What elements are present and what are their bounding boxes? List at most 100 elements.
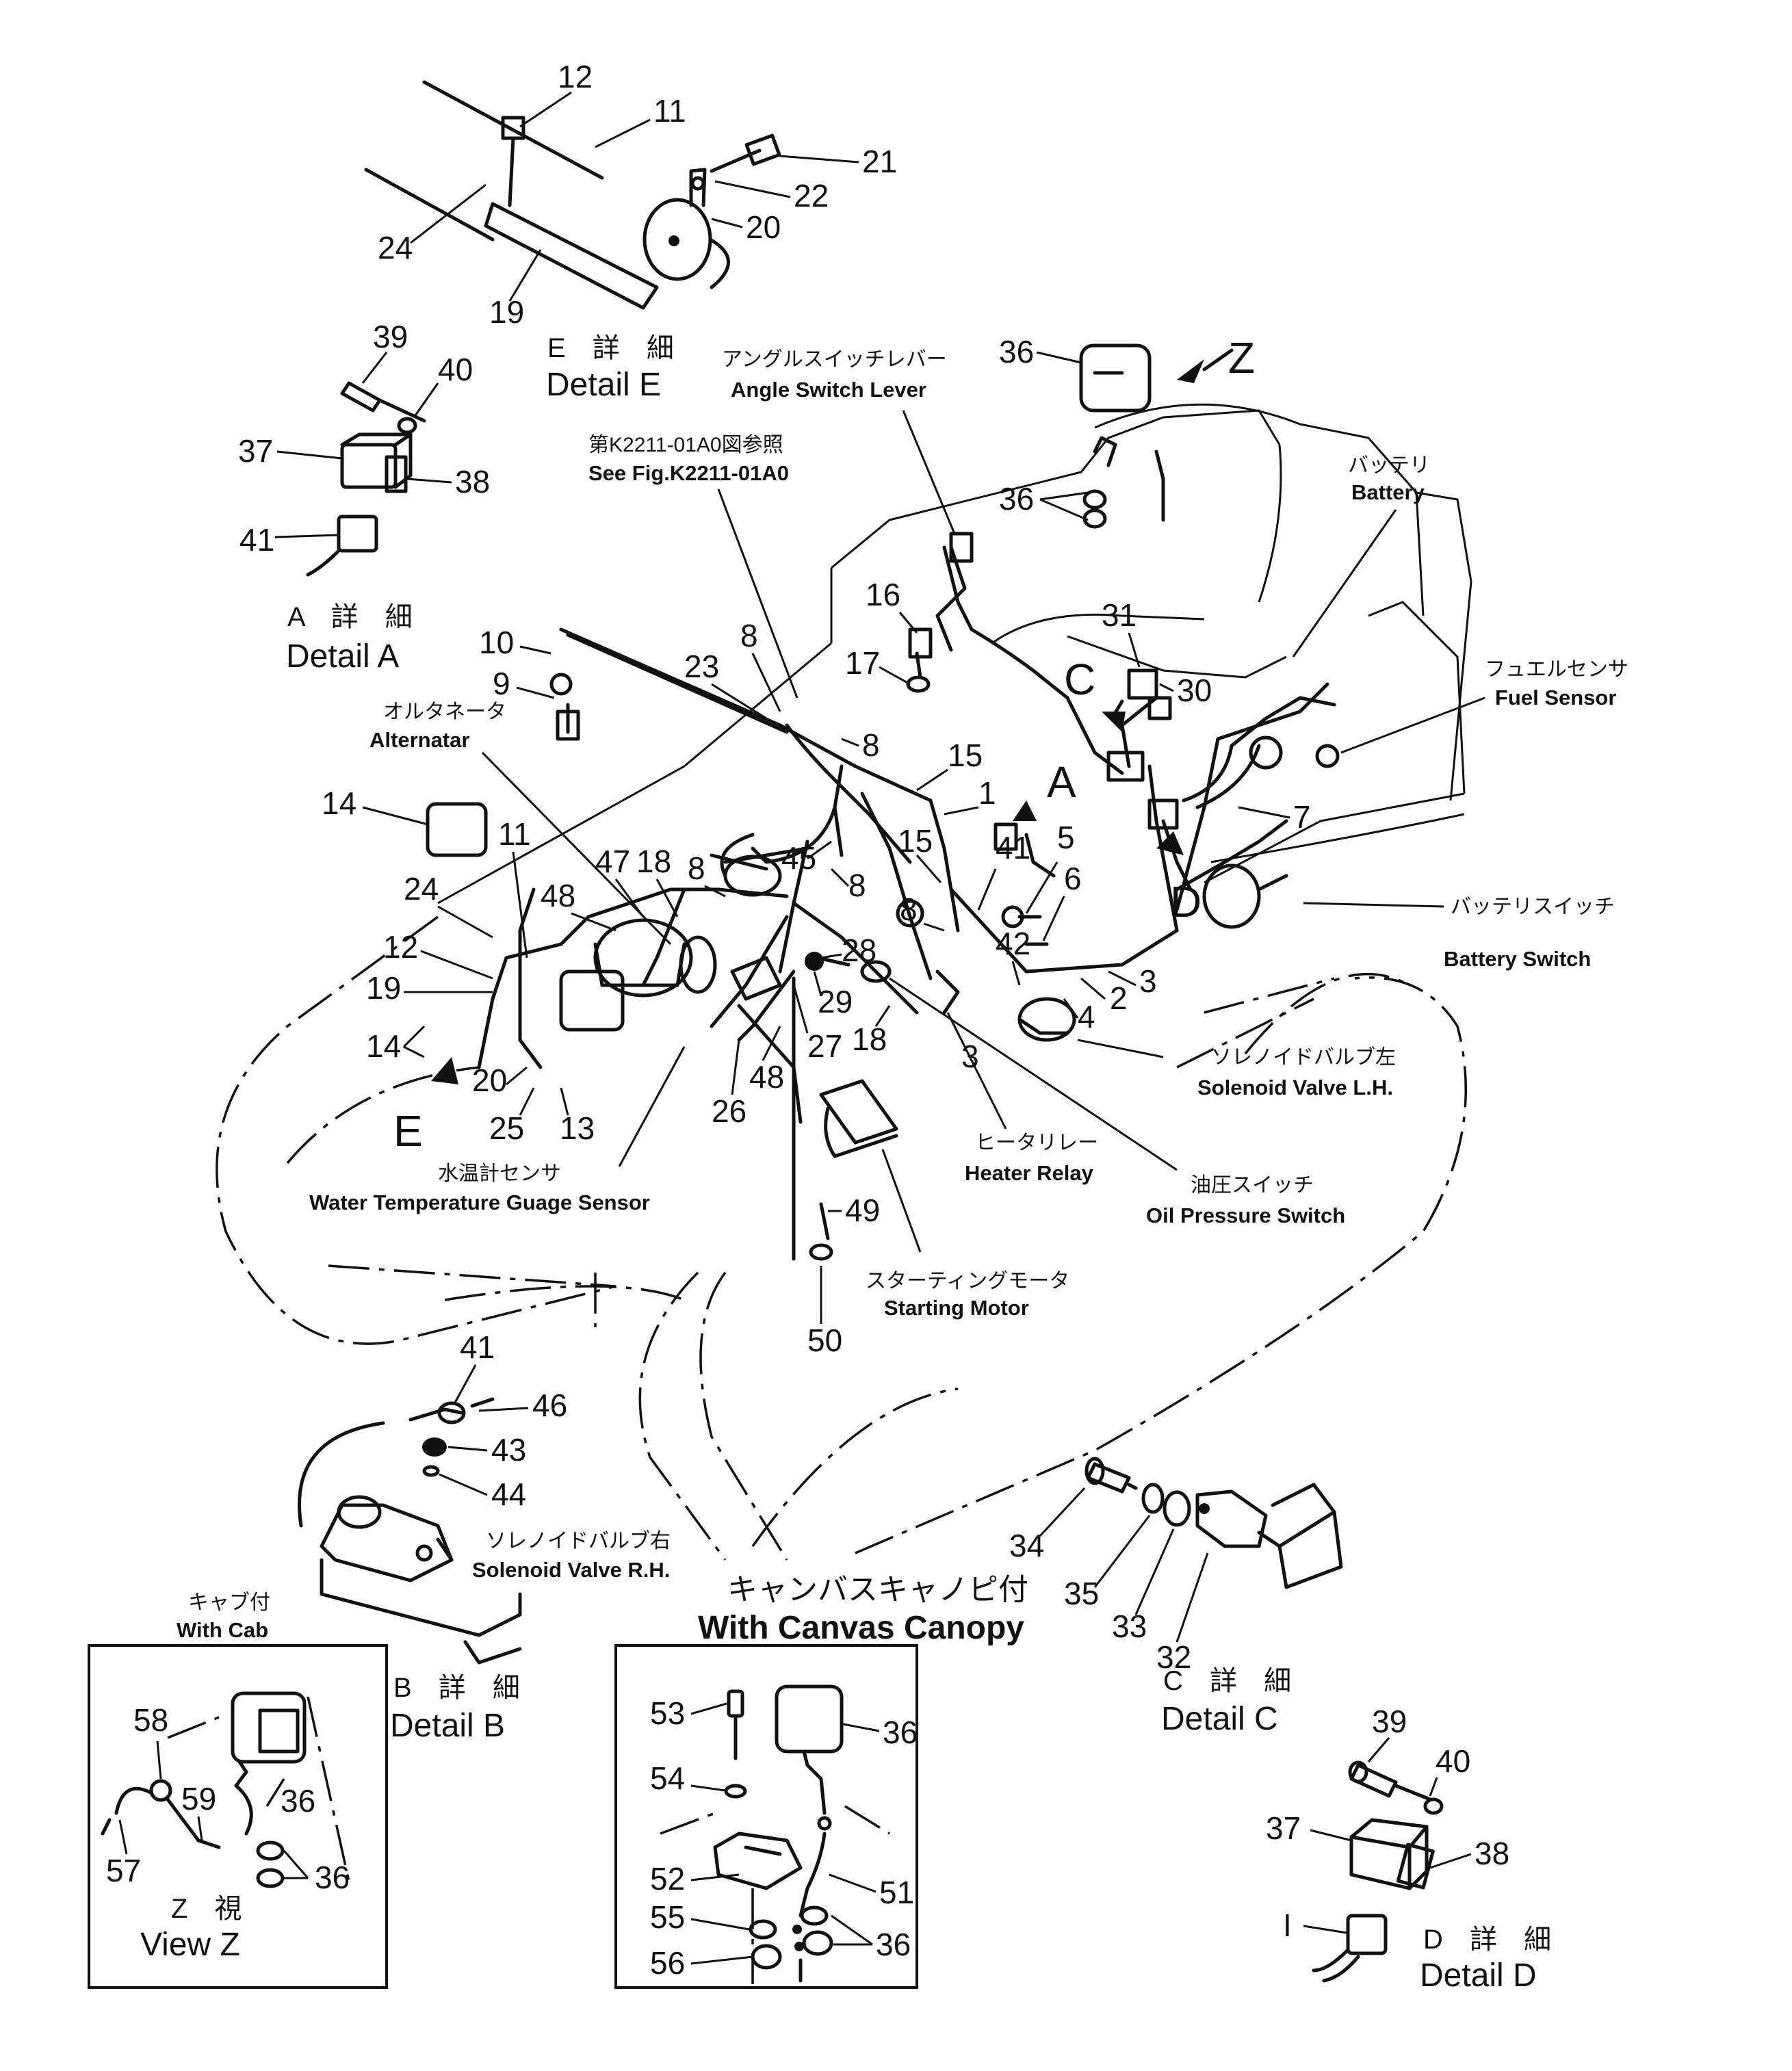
- callout-I-d: I: [1283, 1907, 1292, 1943]
- canvas-canopy-label: With Canvas Canopy: [698, 1610, 1024, 1646]
- detail-d-title: Detail D: [1420, 1957, 1537, 1994]
- detail-a-callouts: 39 40 37 38 41: [238, 319, 490, 558]
- callout-37-d: 37: [1266, 1810, 1301, 1846]
- detail-a-title-jp: A 詳 細: [287, 602, 422, 632]
- view-z-callouts: 58 36 59 57 36: [106, 1702, 350, 1895]
- callout-22: 22: [794, 178, 829, 213]
- water-temp-label: Water Temperature Guage Sensor: [309, 1190, 650, 1214]
- view-letter-d: D: [1170, 877, 1202, 926]
- view-letter-e: E: [393, 1106, 423, 1156]
- view-z-box: [88, 1644, 388, 1989]
- with-cab-label-jp: キャブ付: [188, 1591, 270, 1614]
- heater-relay-label: Heater Relay: [965, 1161, 1094, 1185]
- relay-d: [1147, 798, 1179, 830]
- callout-27: 27: [807, 1028, 842, 1064]
- callout-23: 23: [684, 649, 719, 684]
- callout-36-z-lamp: 36: [281, 1783, 315, 1819]
- callout-34: 34: [1009, 1528, 1044, 1563]
- callout-41-b: 41: [460, 1329, 495, 1365]
- callout-54: 54: [650, 1760, 685, 1796]
- view-z-drawing: [101, 1691, 350, 1888]
- callout-17: 17: [845, 645, 880, 681]
- callout-50: 50: [807, 1323, 842, 1358]
- battery-label: Battery: [1351, 480, 1425, 504]
- callout-57: 57: [106, 1853, 141, 1888]
- callout-45: 45: [781, 840, 816, 876]
- callout-24: 24: [378, 230, 413, 265]
- callout-9: 9: [493, 666, 510, 701]
- alternator-label: Alternatar: [369, 728, 469, 752]
- vehicle-body-outline: [437, 403, 1472, 904]
- callout-36-canvas-lamp: 36: [883, 1715, 918, 1750]
- callout-8-d: 8: [688, 850, 705, 886]
- callout-36-canvas-washer: 36: [876, 1927, 911, 1962]
- callout-36-lamp: 36: [999, 334, 1034, 369]
- callout-8-b: 8: [862, 727, 880, 763]
- detail-b-title-jp: B 詳 細: [393, 1673, 530, 1703]
- callout-2: 2: [1110, 980, 1128, 1016]
- main-components: [426, 343, 1340, 1261]
- view-z-title: View Z: [140, 1927, 240, 1963]
- callout-18-b: 18: [852, 1021, 887, 1057]
- view-arrows: [431, 348, 1234, 1084]
- detail-a-drawing: [306, 381, 426, 577]
- callout-43: 43: [491, 1432, 526, 1468]
- callout-14-b: 14: [366, 1028, 401, 1064]
- work-lamp-front: [559, 969, 625, 1032]
- canvas-canopy-label-jp: キャンバスキャノピ付: [727, 1573, 1028, 1606]
- detail-c-drawing: [1085, 1457, 1343, 1589]
- solenoid-lh-label: Solenoid Valve L.H.: [1197, 1076, 1393, 1099]
- detail-d-drawing: [1312, 1760, 1444, 1983]
- oil-pressure-switch-body: [860, 960, 892, 983]
- oil-pressure-label-jp: 油圧スイッチ: [1191, 1174, 1314, 1197]
- detail-b-title: Detail B: [390, 1708, 505, 1744]
- callout-19: 19: [489, 294, 524, 330]
- oil-pressure-label: Oil Pressure Switch: [1146, 1203, 1345, 1227]
- battery-switch-label: Battery Switch: [1444, 947, 1591, 971]
- solenoid-rh-label: Solenoid Valve R.H.: [472, 1558, 670, 1582]
- callout-15-b: 15: [898, 823, 933, 859]
- callout-20-main: 20: [472, 1063, 507, 1098]
- callout-12-main: 12: [383, 929, 418, 965]
- fuel-sensor-label: Fuel Sensor: [1495, 686, 1616, 709]
- callout-24-main: 24: [404, 871, 439, 907]
- view-z-title-jp: Z 視: [171, 1894, 252, 1924]
- callout-42: 42: [996, 926, 1030, 961]
- detail-d-callouts: 39 40 37 38 I: [1266, 1704, 1509, 1943]
- callout-35: 35: [1064, 1576, 1099, 1611]
- callout-3-a: 3: [1139, 963, 1157, 999]
- detail-c-title: Detail C: [1161, 1701, 1278, 1737]
- callout-44: 44: [491, 1476, 526, 1512]
- callout-33: 33: [1112, 1608, 1147, 1644]
- callout-26: 26: [712, 1093, 746, 1129]
- alternator-label-jp: オルタネータ: [383, 701, 506, 723]
- detail-b-callouts: 41 46 43 44: [439, 1329, 567, 1512]
- callout-7: 7: [1293, 799, 1311, 835]
- detail-e-drawing: [364, 80, 781, 310]
- part-31: [1127, 668, 1158, 700]
- callout-11: 11: [653, 93, 686, 129]
- callout-59: 59: [181, 1781, 216, 1816]
- callout-8-c: 8: [848, 868, 866, 903]
- angle-switch-label: Angle Switch Lever: [731, 378, 926, 402]
- callout-12: 12: [558, 59, 593, 94]
- fuel-sensor-connector: [1249, 735, 1283, 770]
- battery-switch-label-jp: バッテリスイッチ: [1451, 896, 1615, 918]
- callout-48-a: 48: [541, 878, 575, 913]
- alternator-body: [593, 918, 693, 998]
- detail-b-drawing: [298, 1397, 522, 1665]
- detail-e-title-jp: E 詳 細: [547, 333, 684, 363]
- callout-29: 29: [818, 984, 853, 1019]
- heater-relay-label-jp: ヒータリレー: [975, 1132, 1098, 1154]
- track-outlines: [216, 915, 1467, 1561]
- detail-a-title: Detail A: [286, 638, 399, 675]
- callout-32: 32: [1156, 1639, 1191, 1675]
- callout-38: 38: [455, 464, 490, 499]
- canvas-canopy-callouts: 53 36 54 52 51 55 36 56: [650, 1695, 918, 1981]
- callout-30: 30: [1177, 673, 1212, 708]
- callout-13: 13: [560, 1110, 595, 1146]
- callout-18-a: 18: [636, 844, 671, 879]
- callout-46: 46: [532, 1388, 567, 1423]
- callout-8-e: 8: [900, 891, 918, 927]
- callout-56: 56: [650, 1945, 685, 1981]
